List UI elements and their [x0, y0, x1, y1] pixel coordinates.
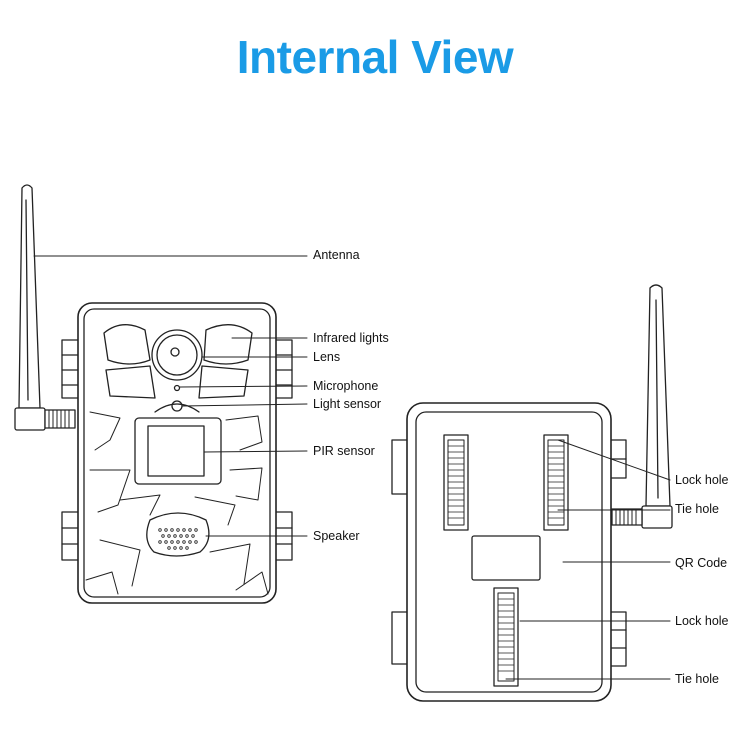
- label-lock-hole-bottom: Lock hole: [675, 614, 729, 628]
- back-camera: [391, 284, 673, 702]
- strap-slot-right: [543, 434, 569, 531]
- label-antenna: Antenna: [313, 248, 360, 262]
- label-tie-hole-top: Tie hole: [675, 502, 720, 516]
- pir-sensor: [134, 417, 222, 485]
- lens: [151, 329, 203, 381]
- label-lock-hole-top: Lock hole: [675, 473, 729, 487]
- label-tie-hole-bottom: Tie hole: [675, 672, 720, 686]
- front-camera-body: [77, 302, 277, 604]
- strap-slot-left: [443, 434, 469, 531]
- back-antenna: [611, 284, 673, 529]
- label-qr-code: QR Code: [675, 556, 728, 570]
- back-camera-body: [406, 402, 612, 702]
- label-lens: Lens: [313, 350, 341, 364]
- label-light-sensor: Light sensor: [313, 397, 382, 411]
- page-title: Internal View: [236, 31, 514, 83]
- label-microphone: Microphone: [313, 379, 379, 393]
- label-infrared-lights: Infrared lights: [313, 331, 389, 345]
- front-leader-lines: [33, 255, 308, 537]
- front-texture: [85, 411, 269, 595]
- speaker: [146, 512, 210, 557]
- label-pir-sensor: PIR sensor: [313, 444, 375, 458]
- strap-slot-bottom: [493, 587, 519, 687]
- back-leader-lines: [505, 439, 671, 680]
- front-antenna: [14, 184, 76, 431]
- qr-code-area: [471, 535, 541, 581]
- infrared-lights: [103, 324, 253, 399]
- label-speaker: Speaker: [313, 529, 360, 543]
- front-camera: [14, 184, 293, 604]
- microphone: [173, 384, 181, 392]
